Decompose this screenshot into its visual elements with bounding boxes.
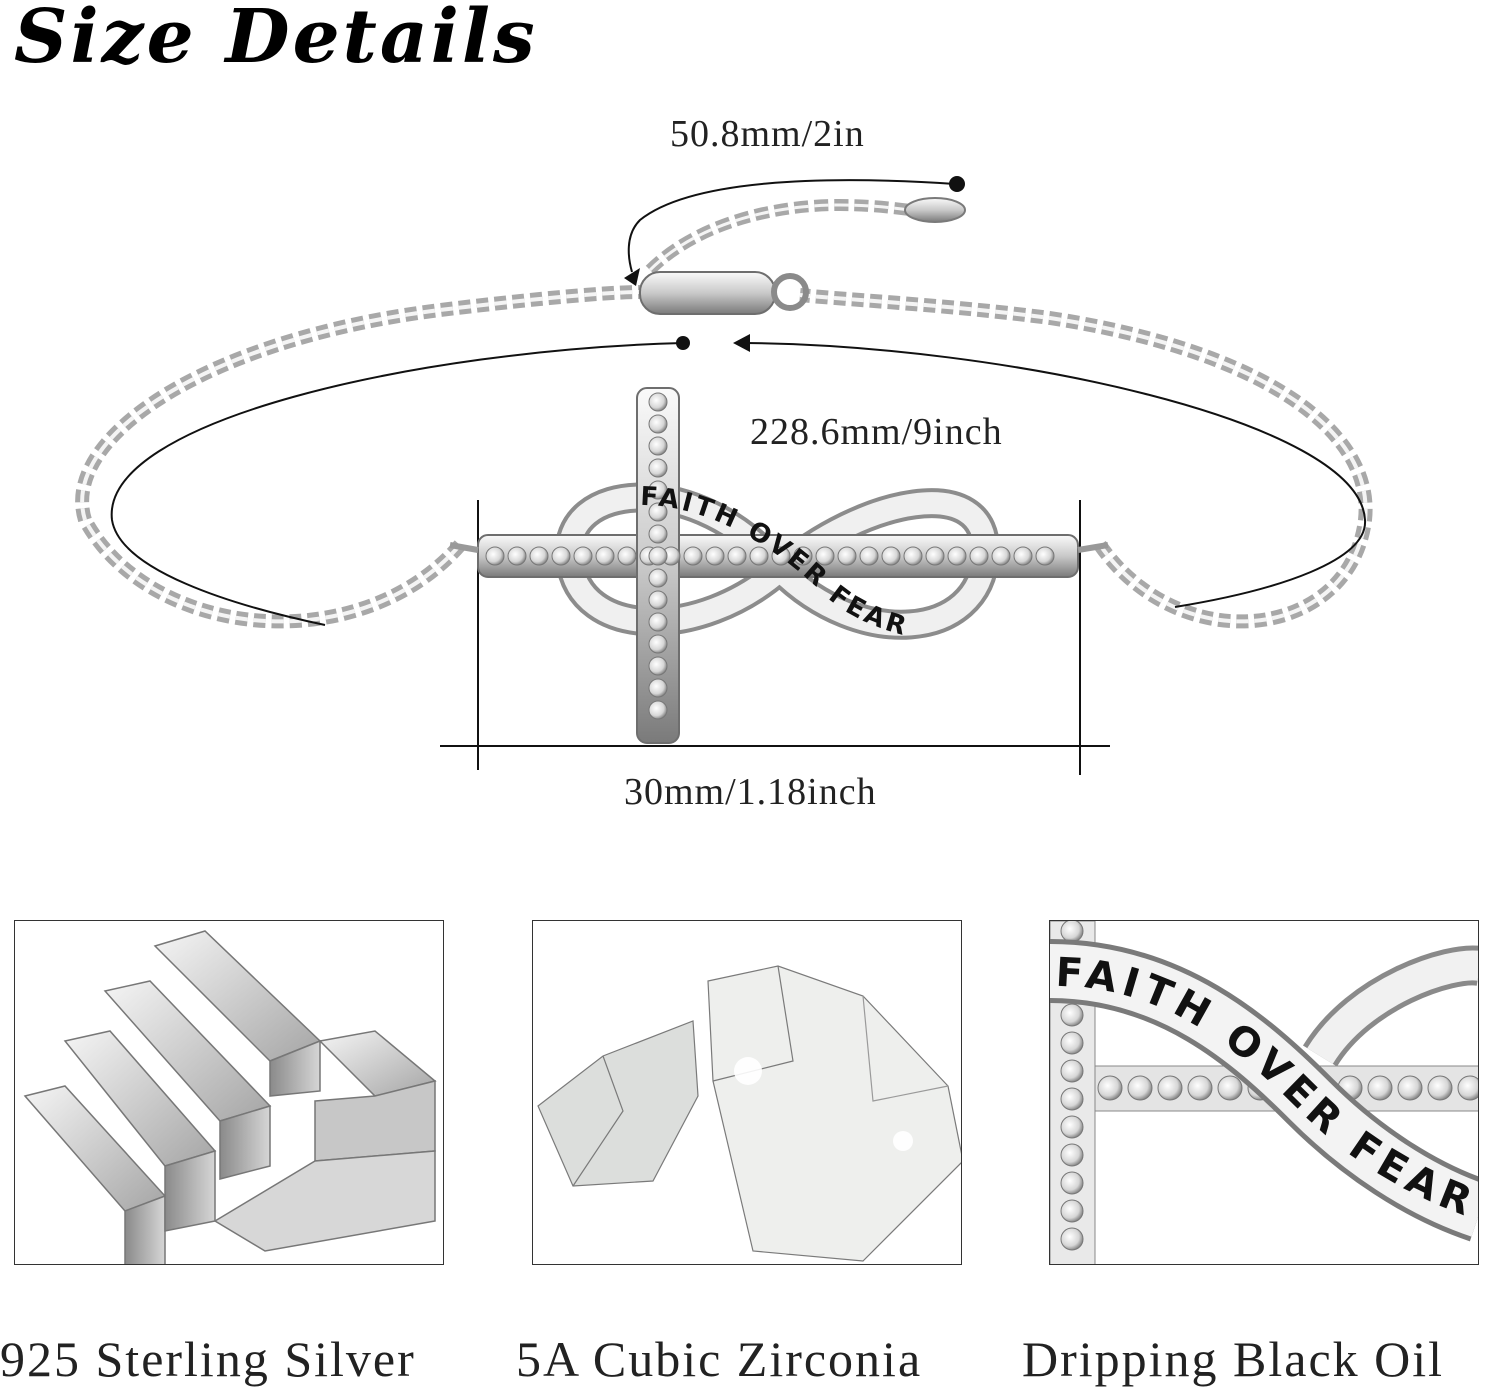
gem-stone [1060, 1031, 1084, 1055]
gem-stone [1060, 1003, 1084, 1027]
gem-stone [1060, 1087, 1084, 1111]
gem-stone [595, 546, 615, 566]
gem-stone [793, 546, 813, 566]
gem-stone [683, 546, 703, 566]
gem-stone [1013, 546, 1033, 566]
gem-stone [648, 700, 668, 720]
gem-stone [485, 546, 505, 566]
bracelet-illustration: FAITH OVER FEAR [75, 176, 1373, 775]
gem-stone [648, 480, 668, 500]
gem-stone [648, 568, 668, 588]
gem-stone [705, 546, 725, 566]
gem-stone [1060, 1199, 1084, 1223]
gem-stone [648, 546, 668, 566]
gem-stone [648, 590, 668, 610]
cross-charm [449, 387, 1109, 744]
dimension-arrows [110, 179, 1367, 775]
gem-stone [1427, 1075, 1453, 1101]
gem-stone [1457, 1075, 1478, 1101]
gem-stone [529, 546, 549, 566]
gem-stone [991, 546, 1011, 566]
gem-stone [1157, 1075, 1183, 1101]
gem-stone [1060, 1227, 1084, 1251]
gem-stone [648, 634, 668, 654]
gem-stone [1097, 1075, 1123, 1101]
gem-stone [648, 436, 668, 456]
gem-stone [648, 656, 668, 676]
chain [75, 198, 1373, 629]
pendant-width-dimension: 30mm/1.18inch [624, 771, 877, 813]
gem-stone [648, 392, 668, 412]
gem-stone [648, 612, 668, 632]
gem-stone [648, 524, 668, 544]
page-title: Size Details [14, 0, 538, 80]
silver-bars-image [14, 920, 444, 1265]
gem-stone [925, 546, 945, 566]
gem-stone [881, 546, 901, 566]
gem-stone [648, 502, 668, 522]
gem-stone [1367, 1075, 1393, 1101]
bracelet-length-dimension: 228.6mm/9inch [750, 411, 1003, 453]
gem-stone [648, 678, 668, 698]
gem-stone [771, 546, 791, 566]
gem-stone [1060, 1171, 1084, 1195]
caption-sterling-silver: 925 Sterling Silver [0, 1331, 416, 1387]
gem-stone [837, 546, 857, 566]
gem-stone [551, 546, 571, 566]
gem-stone [727, 546, 747, 566]
gem-stone [947, 546, 967, 566]
engraving-closeup-image: FAITH OVER FEAR [1049, 920, 1479, 1265]
caption-cubic-zirconia: 5A Cubic Zirconia [516, 1331, 923, 1387]
gem-stone [617, 546, 637, 566]
gem-stone [859, 546, 879, 566]
gem-stone [573, 546, 593, 566]
gem-stone [1060, 1143, 1084, 1167]
gem-stone [1060, 921, 1084, 943]
gem-stone [648, 414, 668, 434]
clasp-extension-dimension: 50.8mm/2in [670, 113, 865, 155]
gem-stone [1035, 546, 1055, 566]
gem-stone [1217, 1075, 1243, 1101]
gem-stone [1397, 1075, 1423, 1101]
gem-stone [648, 458, 668, 478]
gem-stone [1060, 1059, 1084, 1083]
cubic-zirconia-image [532, 920, 962, 1265]
gem-stone [749, 546, 769, 566]
gem-stone [903, 546, 923, 566]
gem-stone [969, 546, 989, 566]
gem-stone [1060, 1115, 1084, 1139]
gem-stone [1187, 1075, 1213, 1101]
lobster-clasp [639, 197, 966, 315]
caption-black-oil: Dripping Black Oil [1022, 1331, 1445, 1387]
gem-stone [815, 546, 835, 566]
gem-stone [1127, 1075, 1153, 1101]
gem-stone [507, 546, 527, 566]
